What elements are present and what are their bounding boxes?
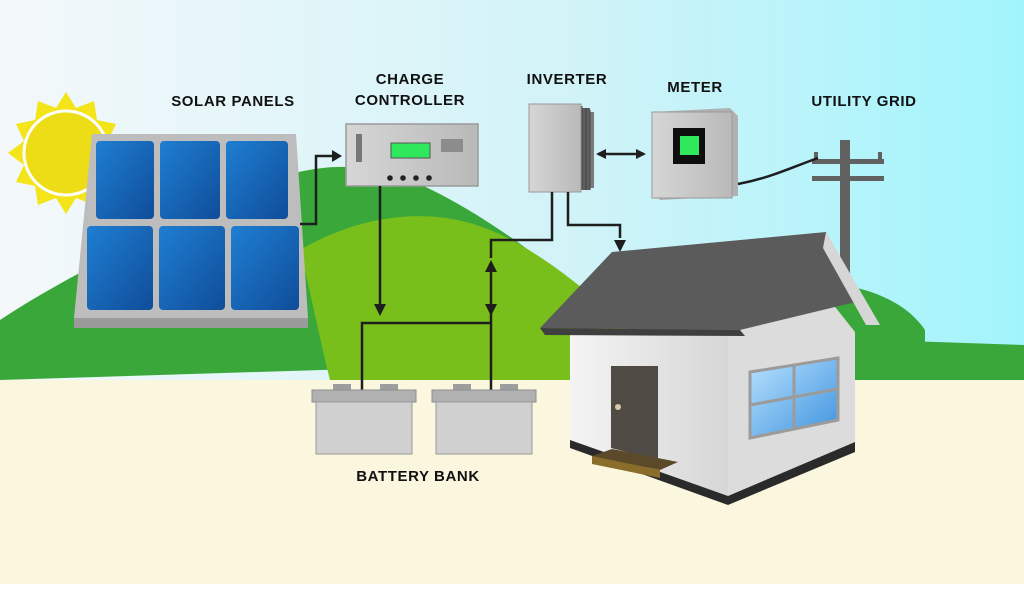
door (611, 366, 658, 460)
arrow-heads (332, 149, 646, 316)
label-inverter: INVERTER (526, 71, 608, 88)
label-battery-bank: BATTERY BANK (356, 468, 480, 485)
label-utility-grid: UTILITY GRID (811, 93, 917, 110)
battery-icon-2 (431, 384, 537, 455)
house-icon (540, 232, 880, 505)
doorstep (592, 449, 678, 470)
label-charge-controller-line2: CONTROLLER (354, 92, 466, 109)
wiring (300, 152, 819, 390)
solar-panel-icon (74, 134, 308, 328)
charge-controller-icon (345, 123, 479, 187)
inverter-icon (528, 103, 594, 193)
meter-icon (651, 108, 738, 200)
label-meter: METER (667, 79, 723, 96)
label-charge-controller-line1: CHARGE (375, 71, 445, 88)
hill-front (300, 216, 650, 380)
utility-pole-icon (812, 140, 884, 280)
battery-icon (311, 384, 417, 455)
label-solar-panels: SOLAR PANELS (171, 93, 295, 110)
